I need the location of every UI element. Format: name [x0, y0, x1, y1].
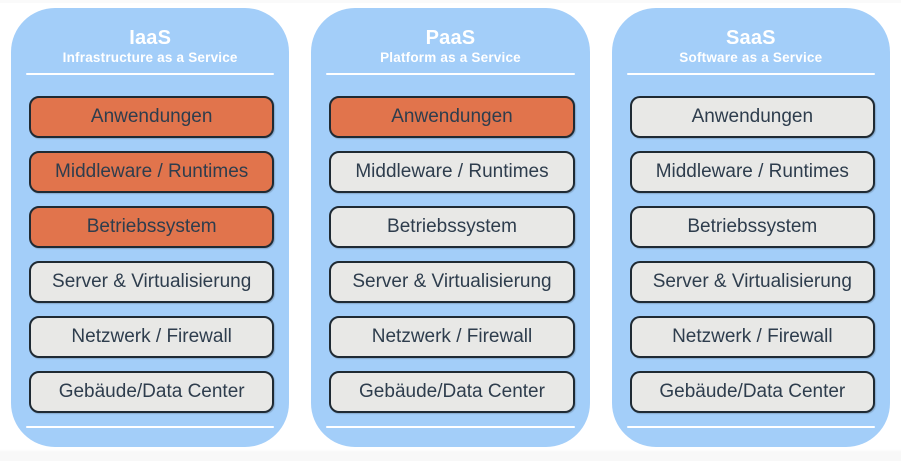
layer-stack-saas: Anwendungen Middleware / Runtimes Betrie… [629, 96, 875, 413]
panel-subtitle-iaas: Infrastructure as a Service [62, 50, 238, 65]
header-divider [26, 73, 275, 75]
panel-iaas: IaaS Infrastructure as a Service Anwendu… [11, 8, 290, 447]
layer-betriebssystem: Betriebssystem [29, 206, 275, 248]
layer-server-virtualisierung: Server & Virtualisierung [329, 261, 575, 303]
panel-title-saas: SaaS [725, 27, 776, 49]
footer-divider [626, 426, 875, 428]
panel-title-iaas: IaaS [129, 27, 172, 49]
layer-anwendungen: Anwendungen [629, 96, 875, 138]
footer-divider [326, 426, 575, 428]
layer-netzwerk-firewall: Netzwerk / Firewall [629, 316, 875, 358]
layer-anwendungen: Anwendungen [329, 96, 575, 138]
layer-stack-paas: Anwendungen Middleware / Runtimes Betrie… [329, 96, 575, 413]
layer-stack-iaas: Anwendungen Middleware / Runtimes Betrie… [29, 96, 275, 413]
layer-gebaeude-data-center: Gebäude/Data Center [629, 371, 875, 413]
panel-subtitle-saas: Software as a Service [679, 50, 823, 65]
panel-paas: PaaS Platform as a Service Anwendungen M… [311, 8, 590, 447]
panels-row: IaaS Infrastructure as a Service Anwendu… [11, 8, 890, 447]
layer-server-virtualisierung: Server & Virtualisierung [629, 261, 875, 303]
layer-netzwerk-firewall: Netzwerk / Firewall [29, 316, 275, 358]
panel-title-paas: PaaS [425, 27, 476, 49]
layer-anwendungen: Anwendungen [29, 96, 275, 138]
layer-betriebssystem: Betriebssystem [629, 206, 875, 248]
panel-subtitle-paas: Platform as a Service [380, 50, 521, 65]
footer-divider [26, 426, 275, 428]
header-divider [326, 73, 575, 75]
layer-betriebssystem: Betriebssystem [329, 206, 575, 248]
layer-middleware-runtimes: Middleware / Runtimes [29, 151, 275, 193]
header-divider [626, 73, 875, 75]
panel-saas: SaaS Software as a Service Anwendungen M… [611, 8, 890, 447]
layer-gebaeude-data-center: Gebäude/Data Center [329, 371, 575, 413]
layer-server-virtualisierung: Server & Virtualisierung [29, 261, 275, 303]
layer-netzwerk-firewall: Netzwerk / Firewall [329, 316, 575, 358]
layer-gebaeude-data-center: Gebäude/Data Center [29, 371, 275, 413]
layer-middleware-runtimes: Middleware / Runtimes [329, 151, 575, 193]
layer-middleware-runtimes: Middleware / Runtimes [629, 151, 875, 193]
